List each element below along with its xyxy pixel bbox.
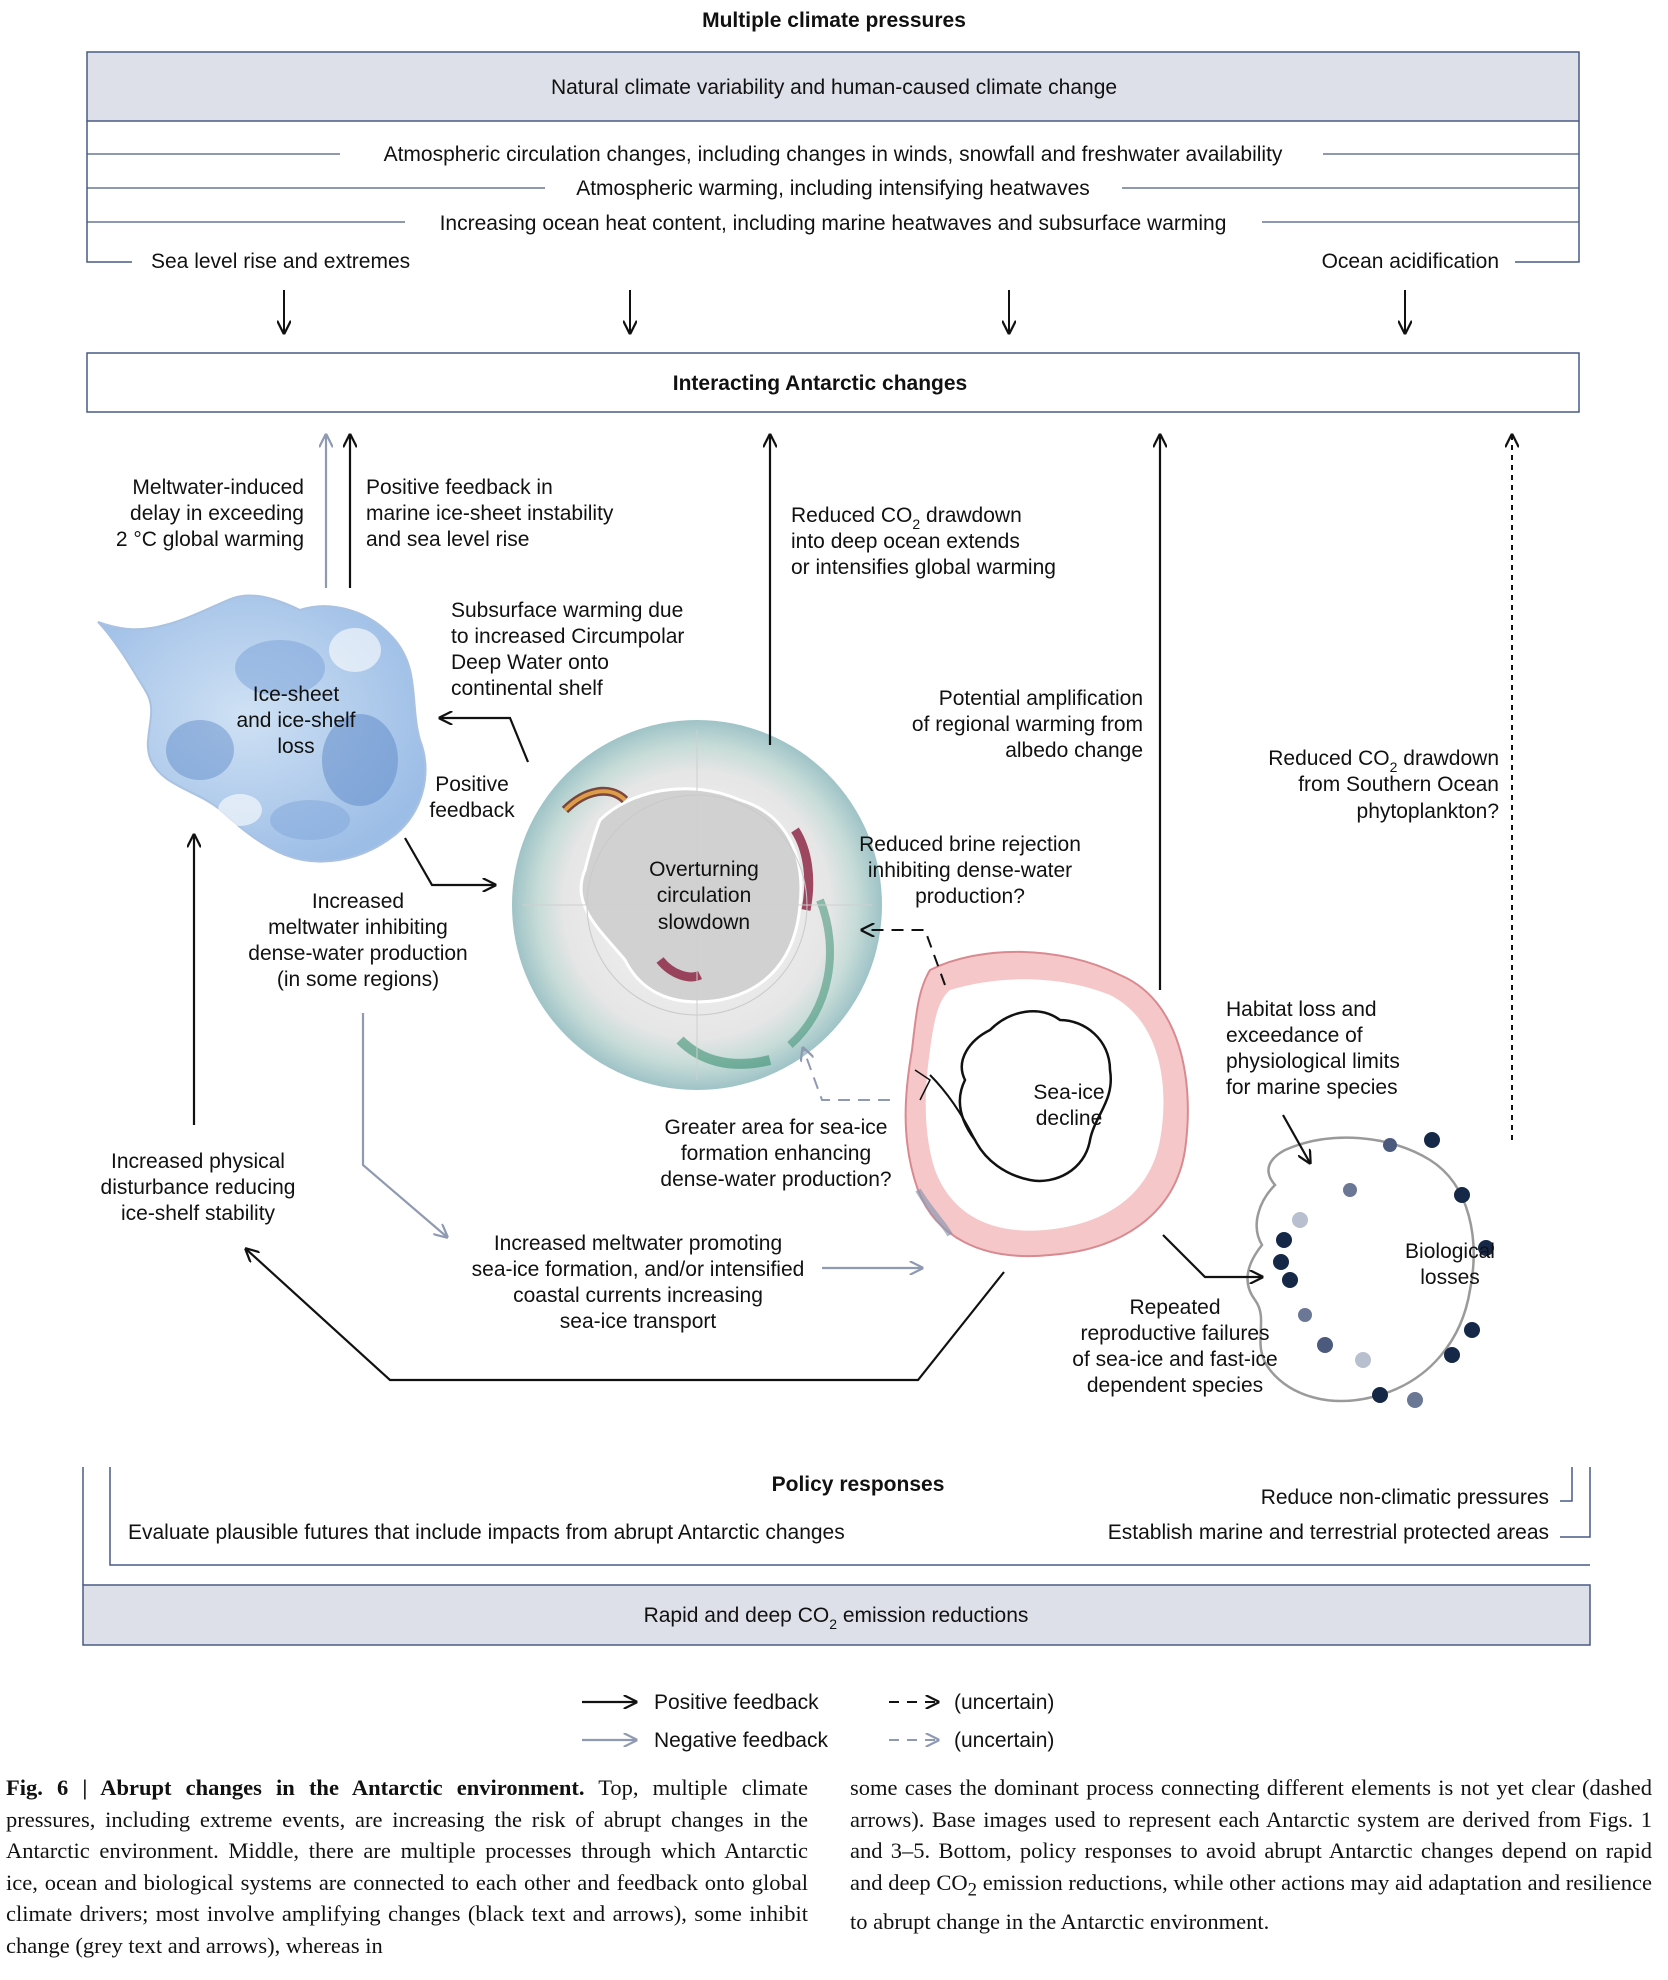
marine-feedback-line3: and sea level rise: [366, 528, 529, 551]
ice-node-line2: and ice-shelf: [236, 709, 355, 732]
meltwater-seaice-line2: sea-ice formation, and/or intensified: [472, 1258, 805, 1281]
meltwater-delay-line3: 2 °C global warming: [116, 528, 304, 551]
figure-caption-left-body: Top, multiple climate pressures, includi…: [6, 1775, 808, 1958]
meltwater-inhibit-line2: meltwater inhibiting: [268, 916, 448, 939]
circulation-pressure: Atmospheric circulation changes, includi…: [384, 143, 1283, 166]
biological-map: [1246, 1132, 1494, 1408]
meltwater-inhibit-line3: dense-water production: [248, 942, 467, 965]
repeated-line2: reproductive failures: [1080, 1322, 1269, 1345]
pressures-box: [86, 51, 1580, 263]
emission-box-label: Rapid and deep CO2 emission reductions: [644, 1604, 1029, 1632]
legend-uncertain-grey-label: (uncertain): [954, 1729, 1054, 1752]
repeated-line4: dependent species: [1087, 1374, 1263, 1397]
albedo-line1: Potential amplification: [939, 687, 1143, 710]
figure-caption-left: Fig. 6 | Abrupt changes in the Antarctic…: [6, 1772, 808, 1961]
figure-caption-heading: Fig. 6 | Abrupt changes in the Antarctic…: [6, 1775, 585, 1800]
reduced-co2-deep-line1: Reduced CO2 drawdown: [791, 504, 1022, 532]
positive-feedback-line2: feedback: [429, 799, 515, 822]
policy-establish: Establish marine and terrestrial protect…: [1108, 1521, 1549, 1544]
policy-title: Policy responses: [772, 1473, 945, 1496]
sea-level-pressure: Sea level rise and extremes: [151, 250, 410, 273]
bio-node-line2: losses: [1420, 1266, 1480, 1289]
legend-positive-label: Positive feedback: [654, 1691, 819, 1714]
ocean-globe: [512, 720, 882, 1090]
brine-line1: Reduced brine rejection: [859, 833, 1081, 856]
habitat-line1: Habitat loss and: [1226, 998, 1377, 1021]
albedo-line3: albedo change: [1005, 739, 1143, 762]
policy-reduce: Reduce non-climatic pressures: [1261, 1486, 1549, 1509]
interacting-box: [86, 352, 1580, 413]
habitat-line4: for marine species: [1226, 1076, 1398, 1099]
ice-node-line3: loss: [277, 735, 314, 758]
subsurface-warming-line4: continental shelf: [451, 677, 603, 700]
reduced-co2-deep-line2: into deep ocean extends: [791, 530, 1020, 553]
meltwater-seaice-line1: Increased meltwater promoting: [494, 1232, 782, 1255]
legend-uncertain-dark-label: (uncertain): [954, 1691, 1054, 1714]
greater-area-line2: formation enhancing: [681, 1142, 871, 1165]
marine-feedback-line2: marine ice-sheet instability: [366, 502, 614, 525]
habitat-line2: exceedance of: [1226, 1024, 1363, 1047]
meltwater-delay-line2: delay in exceeding: [130, 502, 304, 525]
ocean-node-line1: Overturning: [649, 858, 759, 881]
antarctic-changes-diagram: Multiple climate pressures Natural clima…: [82, 9, 1591, 1752]
subsurface-warming-line3: Deep Water onto: [451, 651, 609, 674]
subsurface-warming-line2: to increased Circumpolar: [451, 625, 684, 648]
subsurface-warming-line1: Subsurface warming due: [451, 599, 683, 622]
ocean-node-line3: slowdown: [658, 911, 750, 934]
pressures-title: Multiple climate pressures: [702, 9, 966, 32]
ocean-node-line2: circulation: [657, 884, 752, 907]
albedo-line2: of regional warming from: [912, 713, 1143, 736]
physical-line2: disturbance reducing: [101, 1176, 296, 1199]
repeated-line1: Repeated: [1129, 1296, 1220, 1319]
ice-sheet-map: [97, 594, 427, 863]
brine-line2: inhibiting dense-water: [868, 859, 1072, 882]
physical-line3: ice-shelf stability: [121, 1202, 276, 1225]
habitat-line3: physiological limits: [1226, 1050, 1400, 1073]
climate-change-box-label: Natural climate variability and human-ca…: [551, 76, 1117, 99]
meltwater-seaice-line4: sea-ice transport: [560, 1310, 717, 1333]
legend-negative-label: Negative feedback: [654, 1729, 828, 1752]
greater-area-line3: dense-water production?: [660, 1168, 891, 1191]
policy-evaluate: Evaluate plausible futures that include …: [128, 1521, 845, 1544]
meltwater-seaice-line3: coastal currents increasing: [513, 1284, 763, 1307]
pressure-arrows: [284, 290, 1405, 333]
warming-pressure: Atmospheric warming, including intensify…: [576, 177, 1090, 200]
seaice-node-line1: Sea-ice: [1033, 1081, 1104, 1104]
marine-feedback-line1: Positive feedback in: [366, 476, 553, 499]
reduced-co2-so-line2: from Southern Ocean: [1298, 773, 1499, 796]
meltwater-inhibit-line4: (in some regions): [277, 968, 439, 991]
meltwater-delay-line1: Meltwater-induced: [132, 476, 304, 499]
positive-feedback-line1: Positive: [435, 773, 509, 796]
bio-node-line1: Biological: [1405, 1240, 1495, 1263]
greater-area-line1: Greater area for sea-ice: [665, 1116, 888, 1139]
ice-node-line1: Ice-sheet: [253, 683, 340, 706]
figure-caption-right: some cases the dominant process connecti…: [850, 1775, 1652, 1934]
reduced-co2-deep-line3: or intensifies global warming: [791, 556, 1056, 579]
acidification-pressure: Ocean acidification: [1322, 250, 1499, 273]
meltwater-inhibit-line1: Increased: [312, 890, 404, 913]
feedback-arrows: [194, 435, 1512, 1382]
seaice-node-line2: decline: [1036, 1107, 1103, 1130]
reduced-co2-so-line3: phytoplankton?: [1357, 800, 1499, 823]
brine-line3: production?: [915, 885, 1025, 908]
ocean-heat-pressure: Increasing ocean heat content, including…: [440, 212, 1227, 235]
emission-box: [82, 1584, 1591, 1646]
reduced-co2-so-line1: Reduced CO2 drawdown: [1268, 747, 1499, 775]
policy-frame: [82, 1467, 1591, 1585]
repeated-line3: of sea-ice and fast-ice: [1072, 1348, 1277, 1371]
sea-ice-map: [904, 950, 1189, 1257]
physical-line1: Increased physical: [111, 1150, 285, 1173]
legend: [582, 1702, 938, 1740]
interacting-title: Interacting Antarctic changes: [673, 372, 967, 395]
